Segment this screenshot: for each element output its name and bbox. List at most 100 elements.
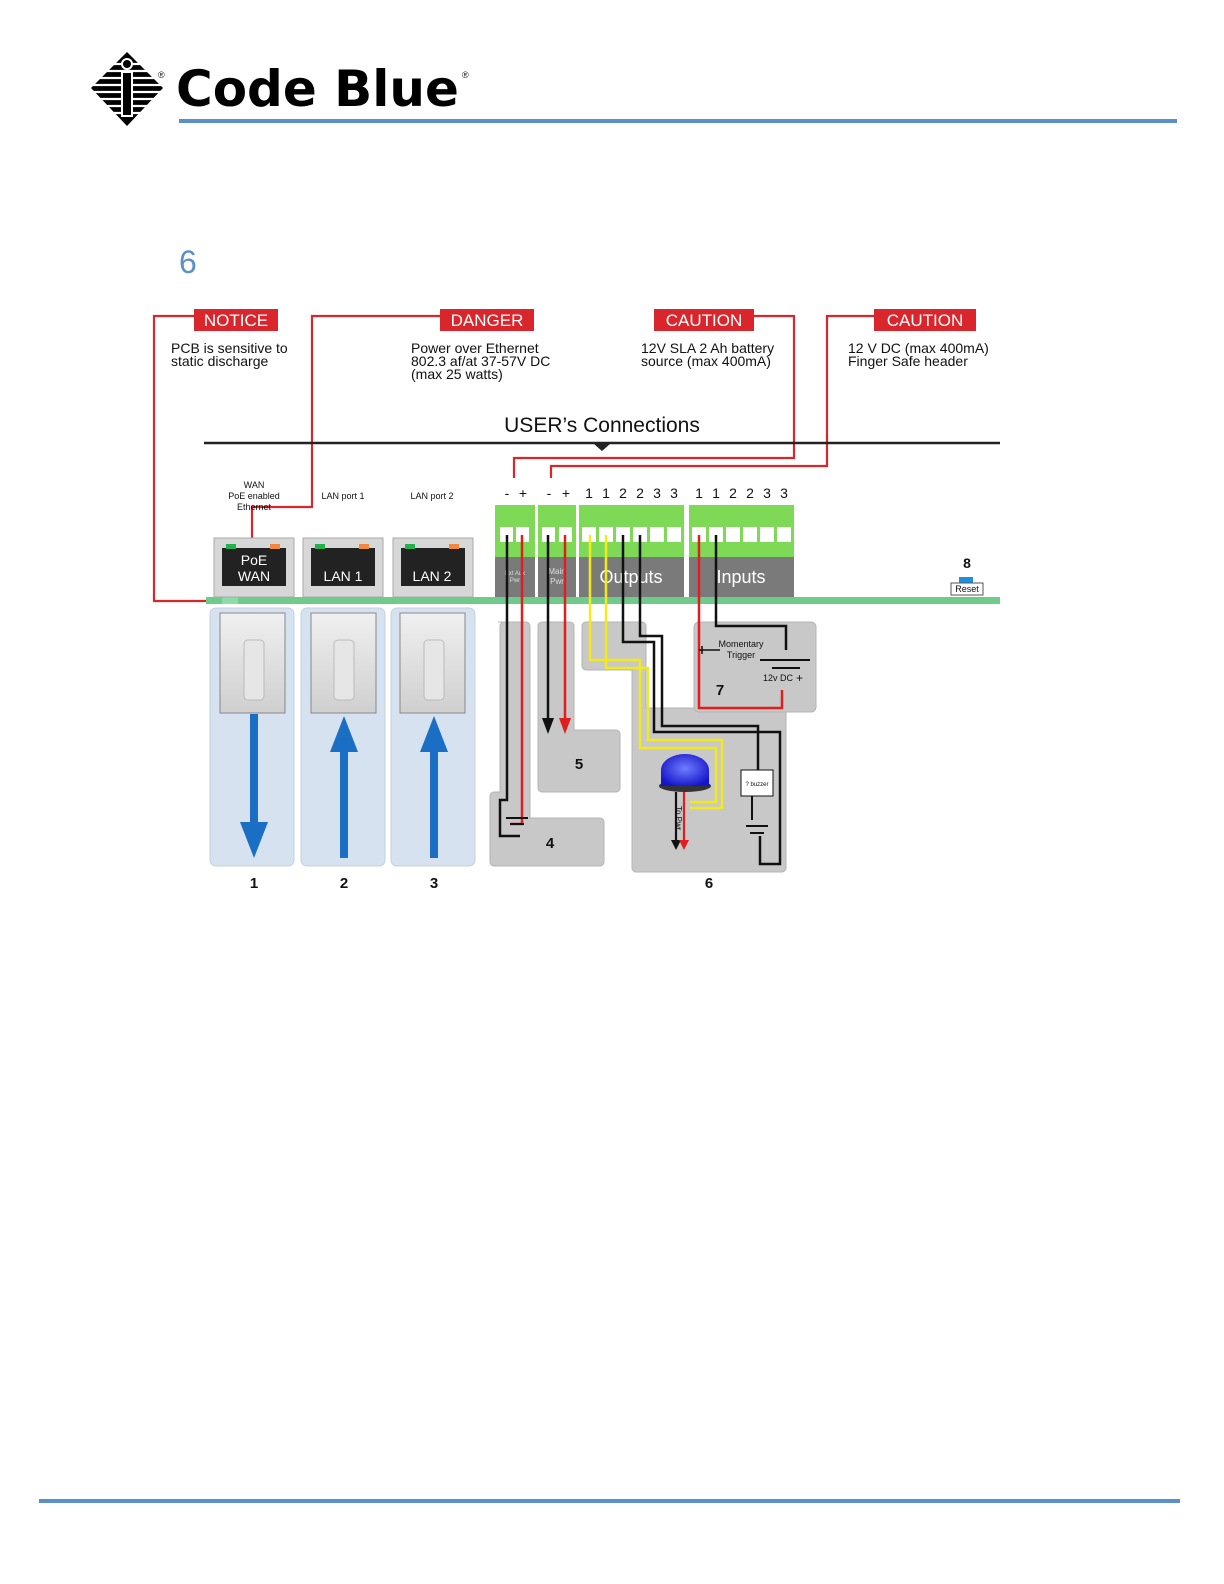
- panel-5: [537, 621, 621, 793]
- terminal-main-pwr: Main Pwr: [538, 505, 576, 597]
- terminal-inputs: Inputs: [689, 505, 794, 597]
- to-pwr-label: To Pwr: [674, 806, 683, 831]
- section-number: 6: [179, 244, 197, 280]
- out-pin-1b: 1: [602, 485, 610, 501]
- reset-number: 8: [963, 555, 971, 571]
- lan2-caption: LAN port 2: [410, 491, 453, 501]
- reset-button-icon: [959, 577, 973, 583]
- lan1-caption: LAN port 1: [321, 491, 364, 501]
- aux-pin-minus: -: [505, 485, 510, 501]
- port-2-number: 2: [340, 875, 348, 892]
- caution-battery-line-1: 12V SLA 2 Ah battery: [641, 340, 774, 356]
- wires: [498, 535, 788, 866]
- svg-text:CAUTION: CAUTION: [666, 311, 743, 330]
- panel-6-number: 6: [705, 875, 713, 892]
- caution-battery-line-2: source (max 400mA): [641, 353, 771, 369]
- out-pin-3a: 3: [653, 485, 661, 501]
- input-wire-red: [697, 535, 784, 710]
- activity-led-icon: [359, 544, 369, 549]
- caution-header-line-2: Finger Safe header: [848, 353, 968, 369]
- lan1-jack-label: LAN 1: [324, 568, 363, 584]
- caret-down-icon: [594, 444, 610, 451]
- warning-notice: NOTICE PCB is sensitive to static discha…: [171, 309, 288, 369]
- cable-panel-3: 3: [390, 607, 476, 892]
- outputs-label: Outputs: [599, 567, 662, 587]
- terminal-ext-aux: Ext Aux Pwr: [495, 505, 535, 597]
- reset-button-area: 8 Reset: [950, 555, 984, 596]
- output-wire-yellow-1: [588, 535, 718, 804]
- battery-icon: [506, 817, 528, 825]
- aux-wire-black: [498, 535, 520, 838]
- main-pwr-label-1: Main: [548, 567, 565, 576]
- inputs-label: Inputs: [716, 567, 765, 587]
- link-led-icon: [315, 544, 325, 549]
- output-wire-yellow-2: [604, 535, 724, 810]
- footer-rule: [39, 1499, 1180, 1503]
- momentary-label-2: Trigger: [727, 650, 755, 660]
- reset-label: Reset: [955, 584, 979, 594]
- wan-jack-label-2: WAN: [238, 568, 270, 584]
- main-pin-minus: -: [547, 485, 552, 501]
- user-connections-title: USER’s Connections: [504, 414, 700, 437]
- port-1-number: 1: [250, 875, 258, 892]
- aux-pin-plus: +: [519, 485, 527, 501]
- panel-7-number: 7: [716, 682, 724, 699]
- notice-line-1: PCB is sensitive to: [171, 340, 288, 356]
- caution-badge-battery: [654, 309, 754, 331]
- warning-caution-battery: CAUTION 12V SLA 2 Ah battery source (max…: [641, 309, 774, 369]
- in-pin-1b: 1: [712, 485, 720, 501]
- wan-jack-label-1: PoE: [241, 552, 267, 568]
- main-pin-plus: +: [562, 485, 570, 501]
- rj45-jack-lan2: LAN 2: [392, 537, 474, 598]
- notice-line-2: static discharge: [171, 353, 268, 369]
- panel-5-number: 5: [575, 756, 583, 773]
- buzzer-icon: ? buzzer: [740, 769, 774, 797]
- in-pin-3a: 3: [763, 485, 771, 501]
- in-pin-3b: 3: [780, 485, 788, 501]
- danger-badge: [440, 309, 534, 331]
- buzzer-battery-icon: [746, 796, 768, 834]
- in-pin-1a: 1: [695, 485, 703, 501]
- svg-text:NOTICE: NOTICE: [204, 311, 268, 330]
- pcb-pad: [222, 597, 238, 604]
- out-pin-2a: 2: [619, 485, 627, 501]
- pcb-strip: [206, 597, 1000, 604]
- momentary-trigger: Momentary Trigger 12v DC +: [699, 639, 810, 685]
- activity-led-icon: [449, 544, 459, 549]
- arrow-down-icon: [240, 822, 268, 858]
- blue-strobe-light-icon: [659, 754, 711, 850]
- header-rule: [179, 119, 1177, 123]
- arrow-down-icon: [542, 718, 554, 734]
- activity-led-icon: [270, 544, 280, 549]
- danger-line-1: Power over Ethernet: [411, 340, 539, 356]
- out-pin-2b: 2: [636, 485, 644, 501]
- panel-4-number: 4: [546, 835, 555, 852]
- lan2-jack-label: LAN 2: [413, 568, 452, 584]
- output-wire-black-1: [621, 535, 782, 866]
- terminal-outputs: Outputs: [579, 505, 684, 597]
- caution-header-line-1: 12 V DC (max 400mA): [848, 340, 989, 356]
- in-pin-2a: 2: [729, 485, 737, 501]
- dc-plus-label: +: [796, 671, 803, 685]
- warning-caution-header: CAUTION 12 V DC (max 400mA) Finger Safe …: [848, 309, 989, 369]
- cable-panel-1: 1: [209, 607, 295, 892]
- warning-danger: DANGER Power over Ethernet 802.3 af/at 3…: [411, 309, 550, 382]
- danger-line-2: 802.3 af/at 37-57V DC: [411, 353, 550, 369]
- panel-4: [489, 621, 605, 867]
- arrow-up-icon: [420, 716, 448, 752]
- port-3-number: 3: [430, 875, 438, 892]
- rj45-jack-wan: PoE WAN: [213, 537, 295, 598]
- arrow-down-icon: [559, 718, 571, 734]
- wan-caption-3: Ethernet: [237, 502, 272, 512]
- terminal-pin-labels: - + - + 1 1 2 2 3 3 1 1 2 2 3 3: [505, 485, 788, 501]
- caution-badge-header: [874, 309, 976, 331]
- registered-mark-brand: ®: [462, 70, 469, 80]
- wan-caption-1: WAN: [244, 480, 265, 490]
- ext-aux-label-1: Ext Aux: [505, 571, 525, 577]
- link-led-icon: [405, 544, 415, 549]
- cable-panel-2: 2: [300, 607, 386, 892]
- link-led-icon: [226, 544, 236, 549]
- warning-leader-lines: [152, 314, 874, 603]
- code-blue-logo-icon: [91, 52, 163, 126]
